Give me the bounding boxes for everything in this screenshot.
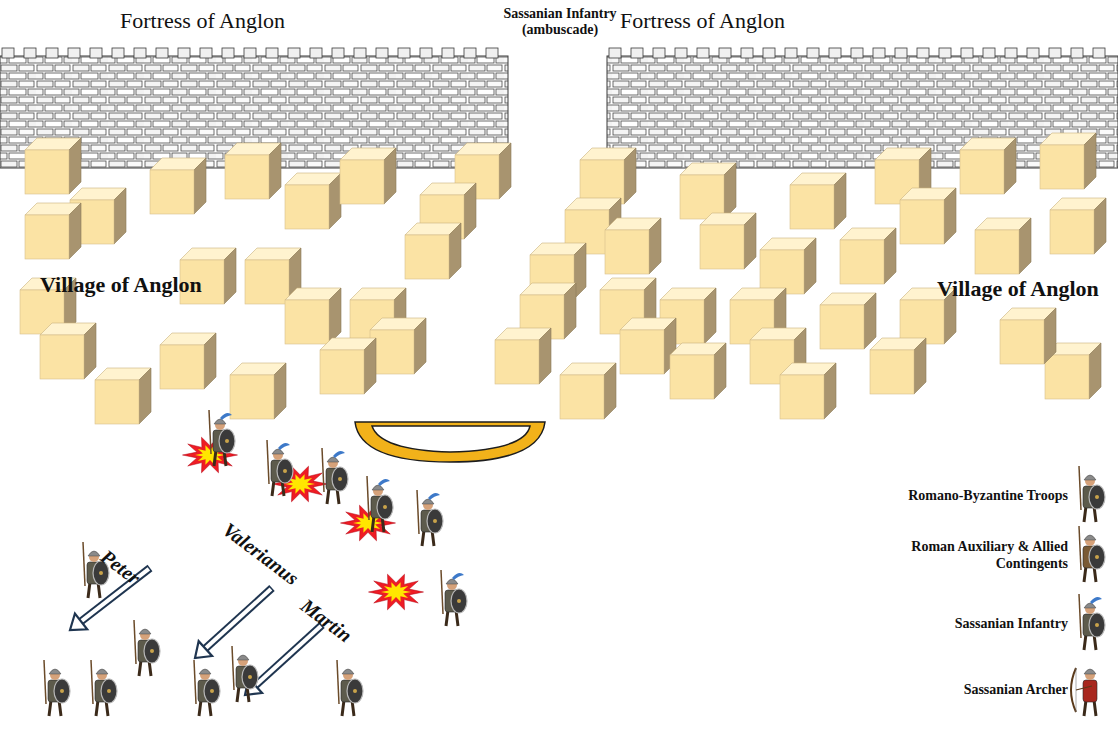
village-label: Village of Anglon xyxy=(937,276,1099,301)
village-house xyxy=(680,163,736,219)
village-house xyxy=(780,363,836,419)
retreat-arrow xyxy=(195,588,272,658)
village-house xyxy=(670,343,726,399)
village-house xyxy=(405,223,461,279)
village-label: Village of Anglon xyxy=(40,272,202,297)
village-house xyxy=(1000,308,1056,364)
village-house xyxy=(975,218,1031,274)
village-house xyxy=(160,333,216,389)
legend-entry: Sassanian Archer xyxy=(900,682,1068,699)
village-house xyxy=(230,363,286,419)
ambush-label: Sassanian Infantry (ambuscade) xyxy=(482,6,638,38)
village-house xyxy=(40,323,96,379)
soldier-figure xyxy=(1079,526,1105,582)
legend-entry: Roman Auxiliary & Allied Contingents xyxy=(900,539,1068,573)
soldier-figure xyxy=(367,476,393,532)
soldier-figure xyxy=(337,660,363,716)
legend-entry: Sassanian Infantry xyxy=(900,616,1068,633)
soldier-figure xyxy=(209,410,235,466)
village-house xyxy=(320,338,376,394)
village-house xyxy=(1040,133,1096,189)
village-house xyxy=(840,228,896,284)
village-house xyxy=(620,318,676,374)
village-house xyxy=(820,293,876,349)
commander-name: Valerianus xyxy=(218,518,303,590)
soldier-figure xyxy=(1079,466,1105,522)
village-house xyxy=(285,288,341,344)
village-house xyxy=(340,148,396,204)
village-house xyxy=(370,318,426,374)
village-house xyxy=(95,368,151,424)
village-house xyxy=(900,188,956,244)
soldier-figure xyxy=(134,620,160,676)
village-house xyxy=(960,138,1016,194)
fortress-label: Fortress of Anglon xyxy=(120,8,285,34)
fortress-region: Fortress of Anglon xyxy=(607,8,1118,168)
village-house xyxy=(560,363,616,419)
village-house xyxy=(225,143,281,199)
soldier-figure xyxy=(91,660,117,716)
village-house xyxy=(870,338,926,394)
soldier-figure xyxy=(267,440,293,496)
village-house xyxy=(790,173,846,229)
soldier-figure xyxy=(417,490,443,546)
fortress-label: Fortress of Anglon xyxy=(620,8,785,34)
soldier-figure xyxy=(1079,594,1105,650)
village-house xyxy=(760,238,816,294)
clash-burst xyxy=(369,574,424,610)
village-house xyxy=(1050,198,1106,254)
soldier-figure xyxy=(44,660,70,716)
soldier-figure xyxy=(194,660,220,716)
soldier-figure xyxy=(322,448,348,504)
shield-wall-arc xyxy=(355,422,545,462)
village-house xyxy=(25,138,81,194)
soldier-figure xyxy=(441,570,467,626)
village-house xyxy=(285,173,341,229)
village-house xyxy=(700,213,756,269)
village-house xyxy=(580,148,636,204)
village-house xyxy=(25,203,81,259)
legend-entry: Romano-Byzantine Troops xyxy=(900,488,1068,505)
village-house xyxy=(150,158,206,214)
archer-figure xyxy=(1071,668,1097,716)
soldier-figure xyxy=(232,646,258,702)
fortress-region: Fortress of Anglon xyxy=(0,8,508,168)
village-house xyxy=(605,218,661,274)
village-house xyxy=(495,328,551,384)
